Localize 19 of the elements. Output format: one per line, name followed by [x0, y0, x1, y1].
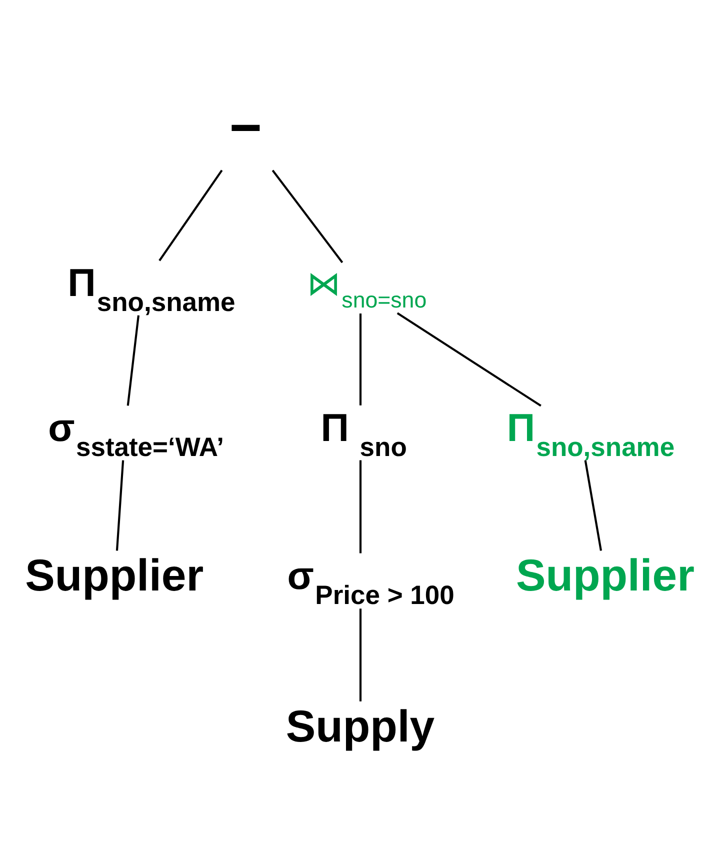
connector	[359, 608, 362, 701]
node-text: Supplier	[516, 551, 694, 600]
node-text: Π$_{sno,sname}$	[506, 406, 675, 462]
node-text: Π $_{sno}$	[320, 406, 407, 462]
connector	[272, 169, 344, 263]
connector	[116, 460, 124, 550]
connector	[359, 312, 362, 405]
node-text: Supplier	[25, 551, 204, 600]
connector	[584, 460, 602, 550]
connector	[359, 460, 362, 553]
node-text: σ$_{Price > 100}$	[287, 554, 454, 610]
node-text: Supply	[286, 702, 435, 751]
connector	[396, 312, 542, 406]
node-text: ⋈$_{sno=sno}$	[306, 266, 427, 312]
node-text: −	[229, 96, 262, 158]
connector	[126, 314, 140, 406]
connector	[158, 169, 223, 261]
node-text: Π$_{sno,sname}$	[68, 262, 236, 317]
node-text: σ$_{sstate=‘WA’}$	[48, 406, 224, 462]
